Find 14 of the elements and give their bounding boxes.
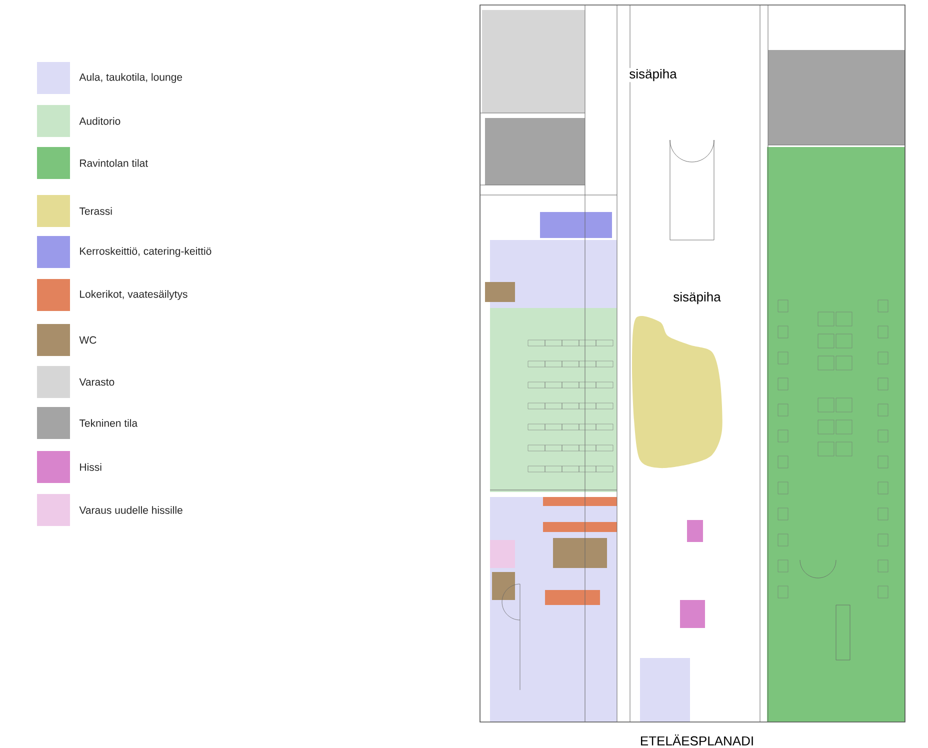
area-label: sisäpiha (672, 290, 722, 306)
legend-label: Hissi (80, 463, 102, 471)
legend-label: WC (79, 336, 96, 344)
legend-label: Kerroskeittiö, catering-keittiö (80, 247, 212, 257)
legend-label: Terassi (79, 207, 112, 215)
area-label: ETELÄESPLANADI (638, 734, 756, 747)
legend-label: Varaus uudelle hissille (79, 506, 182, 514)
legend-label: Aula, taukotila, lounge (79, 73, 182, 83)
area-label: sisäpiha (628, 68, 678, 82)
legend-label: Ravintolan tilat (80, 159, 148, 167)
legend-label: Tekninen tila (79, 419, 138, 427)
legend-label: Varasto (79, 378, 114, 386)
legend-label: Lokerikot, vaatesäilytys (80, 290, 188, 300)
legend-label: Auditorio (79, 117, 120, 125)
